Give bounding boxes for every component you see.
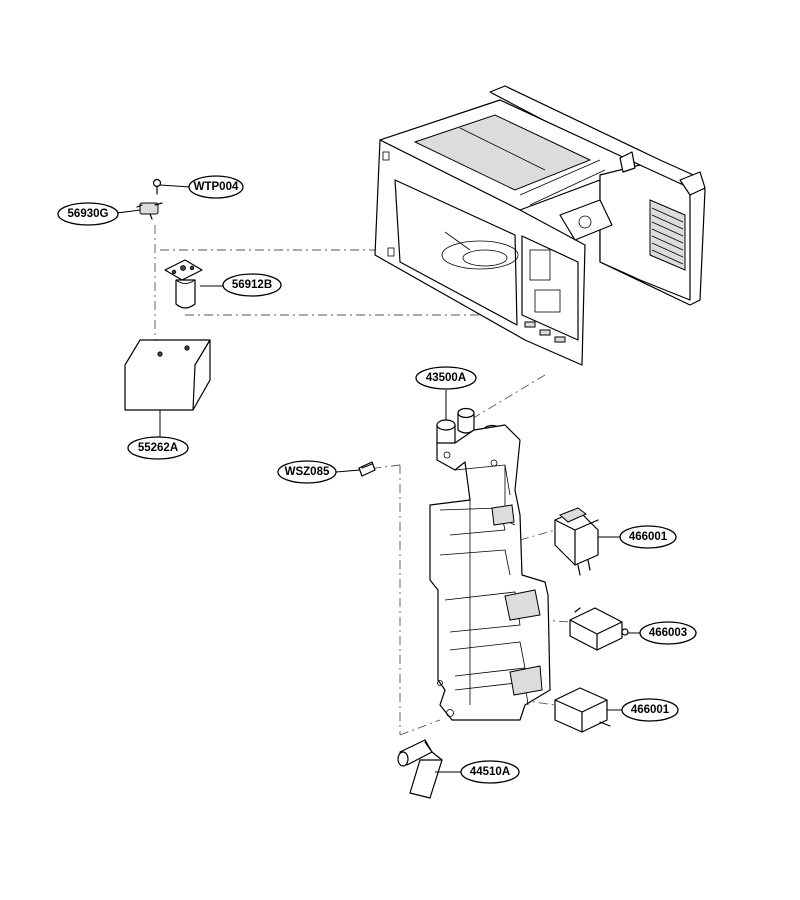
part-number-label: WSZ085 (285, 466, 330, 478)
callout-wtp004: WTP004 (188, 175, 244, 199)
fuse-holder-56912b-part (164, 259, 225, 309)
screw-wtp004-part (152, 178, 191, 195)
callout-43500a: 43500A (415, 366, 477, 390)
bracket-55262a-part (124, 339, 211, 437)
callout-55262a: 55262A (127, 436, 189, 460)
alignment-lines (154, 225, 571, 736)
micro-switch-466001-bottom-part (554, 687, 622, 733)
microwave-cavity-assembly (374, 85, 706, 366)
part-number-label: 56912B (232, 279, 272, 291)
callout-56930g: 56930G (57, 202, 119, 226)
part-number-label: WTP004 (194, 181, 239, 193)
thermal-cutout-56930g-part (116, 202, 163, 220)
part-number-label: 466001 (629, 531, 668, 543)
part-number-label: 55262A (138, 442, 178, 454)
callout-56912b: 56912B (222, 273, 282, 297)
part-number-label: 56930G (68, 208, 109, 220)
part-number-label: 466001 (631, 704, 670, 716)
callout-466001-top: 466001 (619, 525, 677, 549)
latch-board-43500a-part (429, 390, 551, 721)
callout-44510a: 44510A (460, 760, 520, 784)
vent-grille (649, 199, 686, 271)
part-number-label: 44510A (470, 766, 510, 778)
callout-466001-bottom: 466001 (621, 698, 679, 722)
part-number-label: 466003 (649, 627, 687, 639)
part-number-label: 43500A (426, 372, 466, 384)
micro-switch-466003-part (569, 607, 640, 651)
micro-switch-466001-top-part (554, 507, 620, 576)
screw-wsz085-part (335, 461, 376, 477)
callout-466003: 466003 (639, 621, 697, 645)
callout-wsz085: WSZ085 (277, 460, 337, 484)
latch-lever-44510a-part (397, 739, 462, 799)
